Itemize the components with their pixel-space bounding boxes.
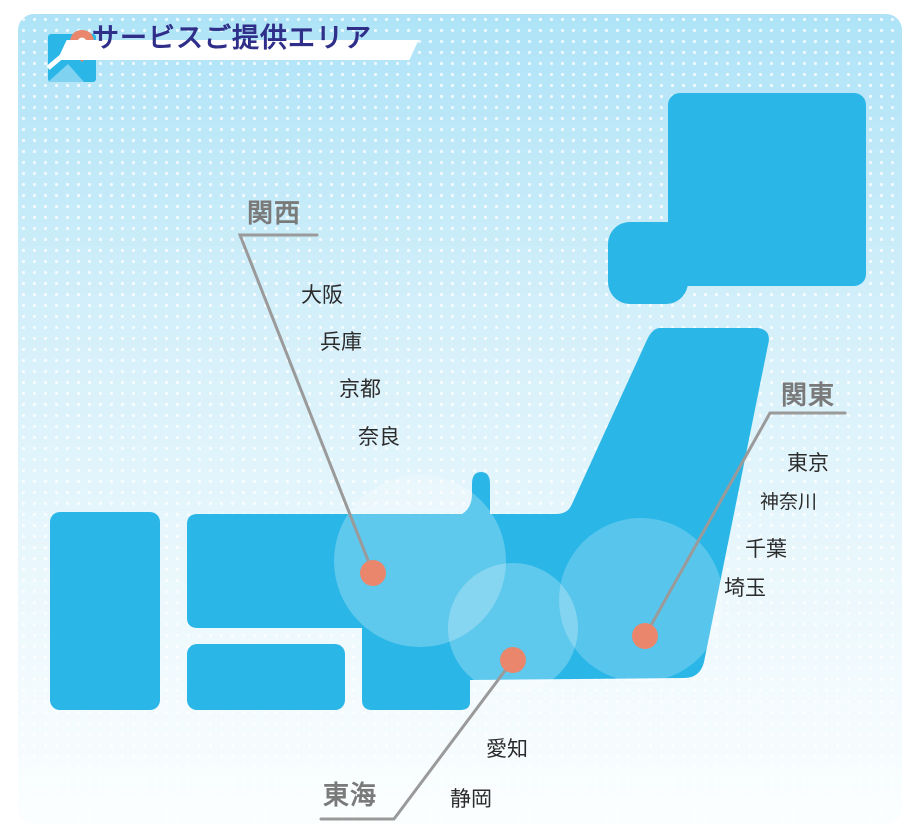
region-kansai-title: 関西 — [247, 199, 302, 229]
kansai-marker — [360, 560, 386, 586]
kanto-leader-line — [643, 411, 847, 638]
landmass — [50, 93, 866, 710]
city-label: 愛知 — [486, 737, 528, 761]
city-label: 埼玉 — [724, 576, 766, 600]
shikoku — [187, 644, 345, 710]
city-label: 京都 — [339, 377, 381, 401]
hokkaido-peninsula — [608, 222, 688, 304]
tokai-highlight-circle — [448, 563, 578, 693]
leader-lines — [237, 233, 847, 821]
region-tokai-title: 東海 — [323, 781, 378, 811]
section-title: サービスご提供エリア — [92, 23, 372, 54]
kanto-marker — [632, 623, 658, 649]
city-label: 兵庫 — [320, 330, 362, 354]
kansai-leader-line — [237, 233, 375, 575]
hokkaido — [668, 93, 866, 286]
city-label: 静岡 — [450, 787, 492, 811]
region-kanto-title: 関東 — [781, 381, 836, 411]
city-label: 千葉 — [745, 537, 787, 561]
city-label: 東京 — [787, 451, 829, 475]
kansai-highlight-circle — [334, 475, 506, 647]
city-label: 奈良 — [358, 425, 400, 449]
kanto-highlight-circle — [559, 518, 723, 682]
tokai-leader-line — [319, 658, 515, 821]
tokai-marker — [500, 647, 526, 673]
honshu — [187, 328, 769, 710]
city-label: 神奈川 — [760, 491, 818, 513]
kyushu — [50, 512, 160, 710]
city-label: 大阪 — [301, 283, 343, 307]
area-markers — [360, 560, 658, 673]
highlight-circles — [334, 475, 723, 693]
